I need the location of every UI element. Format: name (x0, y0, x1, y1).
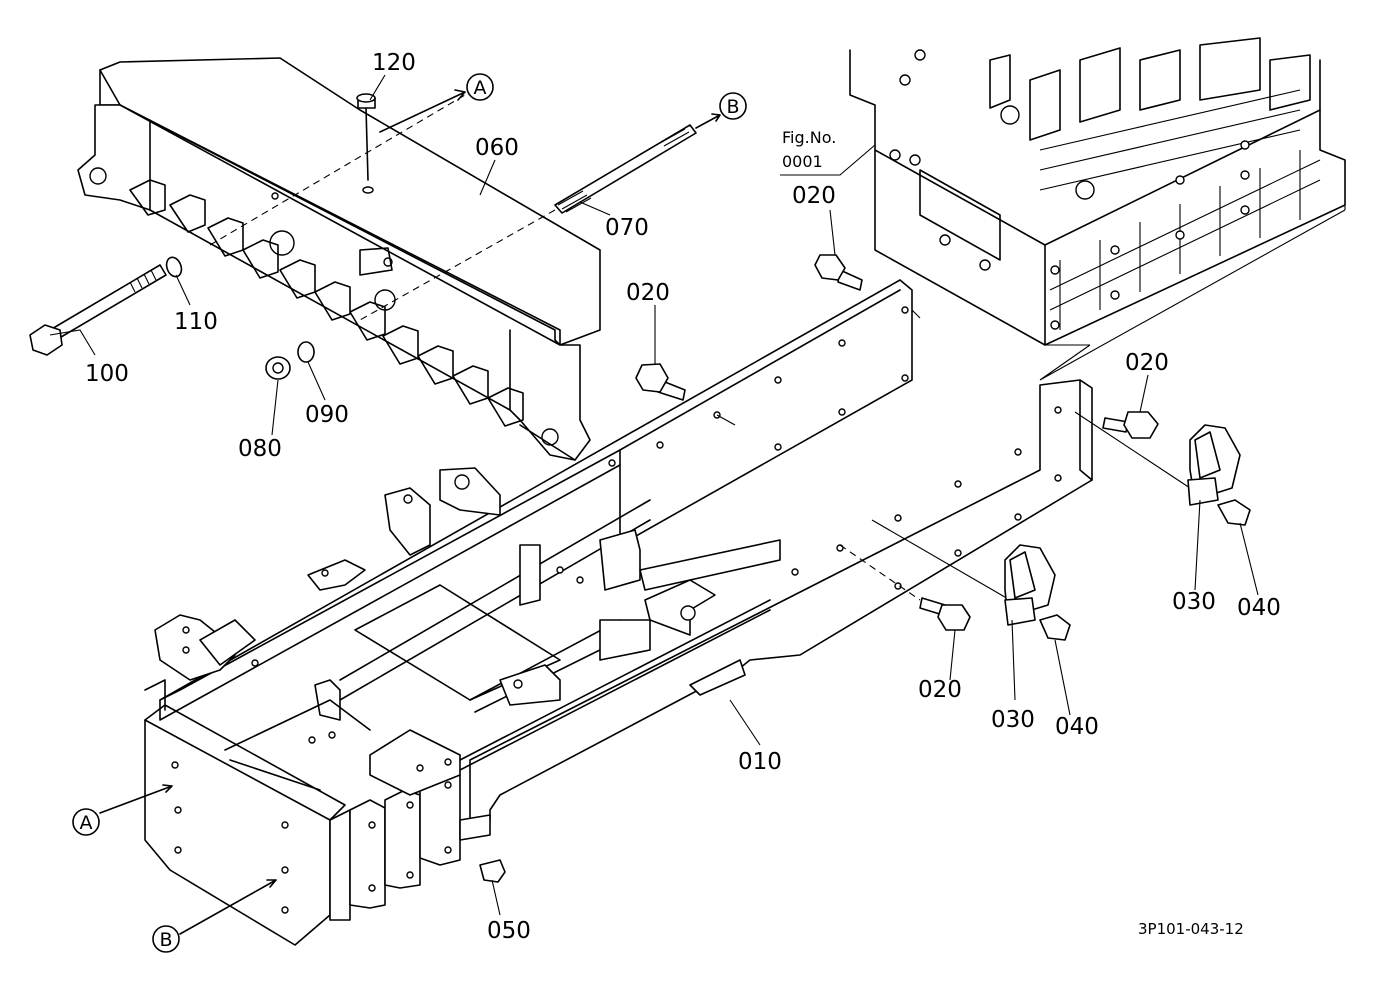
bolt-020-c (1102, 411, 1159, 439)
callout-010: 010 (738, 749, 782, 775)
fig-ref-line2: 0001 (782, 152, 823, 171)
clamp-030-a (1187, 424, 1241, 506)
bolt-050 (479, 859, 506, 883)
callout-020-a: 020 (792, 183, 836, 209)
ref-b-top: B (726, 96, 739, 118)
callout-leaders (49, 74, 1259, 916)
callout-030-b: 030 (991, 707, 1035, 733)
callout-120: 120 (372, 50, 416, 76)
bolt-040-a (1217, 499, 1251, 526)
callout-040-b: 040 (1055, 714, 1099, 740)
engine-block (849, 37, 1346, 346)
callout-110: 110 (174, 309, 218, 335)
washer-110 (165, 256, 183, 278)
callout-050: 050 (487, 918, 531, 944)
ref-a-circle-bottom (72, 808, 100, 836)
bolt-040-b (1039, 614, 1071, 641)
fig-ref-leader (780, 144, 876, 176)
clamp-030-b (1004, 544, 1056, 626)
callout-020-c: 020 (1125, 350, 1169, 376)
bolt-100 (29, 264, 167, 356)
b-line-top (359, 209, 556, 321)
callout-040-a: 040 (1237, 595, 1281, 621)
callout-080: 080 (238, 436, 282, 462)
ref-b-circle-bottom (152, 925, 180, 953)
fig-ref-line1: Fig.No. (782, 128, 836, 147)
callout-070: 070 (605, 215, 649, 241)
callout-030-a: 030 (1172, 589, 1216, 615)
bolt-020-b (635, 363, 686, 401)
callout-100: 100 (85, 361, 129, 387)
a-line-top (209, 94, 466, 246)
bolt-020-a (814, 254, 863, 291)
stud-070 (554, 113, 721, 214)
b-arrow-bottom (179, 879, 277, 935)
engine-to-frame-leader (1039, 209, 1346, 381)
callout-020-b: 020 (626, 280, 670, 306)
callout-060: 060 (475, 135, 519, 161)
main-frame (144, 279, 1093, 946)
ref-a-circle-top (466, 73, 494, 101)
callout-090: 090 (305, 402, 349, 428)
radiator-support (77, 57, 601, 461)
drawing-code: 3P101-043-12 (1138, 920, 1244, 938)
ref-b-circle-top (719, 92, 747, 120)
a-arrow-top (379, 89, 466, 133)
bolt-020-d (919, 597, 971, 631)
ref-a-top: A (474, 77, 487, 99)
a-arrow-bottom (99, 784, 173, 814)
pin-120 (356, 93, 376, 194)
callout-020-d: 020 (918, 677, 962, 703)
ref-a-bottom: A (80, 812, 93, 834)
ref-b-bottom: B (159, 929, 172, 951)
washer-090 (297, 341, 315, 363)
